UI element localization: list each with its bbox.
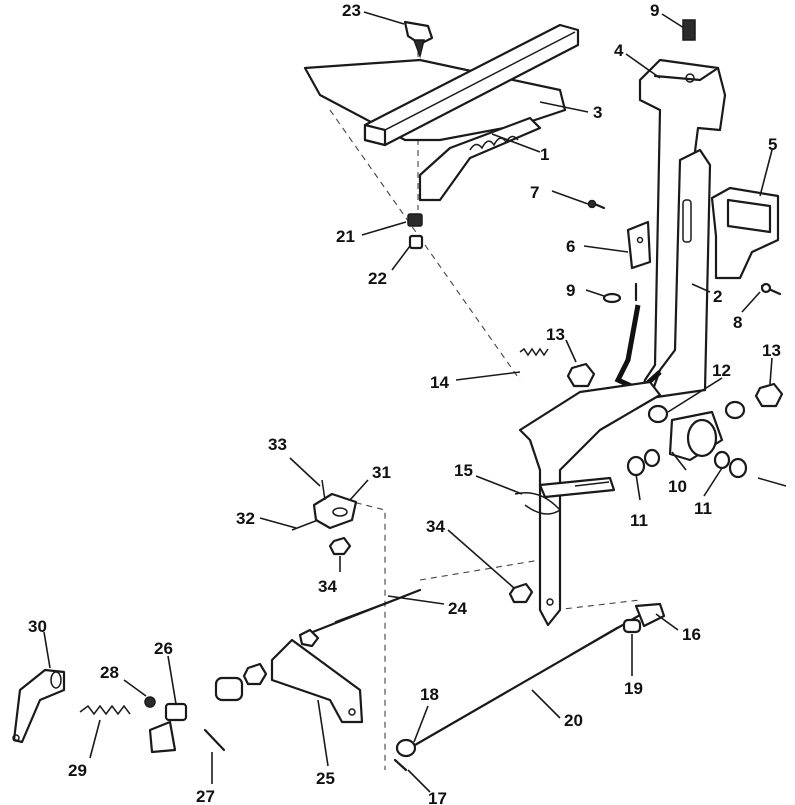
- assembly-lines: [329, 40, 641, 770]
- callout-32: 32: [236, 509, 255, 528]
- callout-25: 25: [316, 769, 335, 788]
- callout-17: 17: [428, 789, 447, 805]
- callout-15: 15: [454, 461, 473, 480]
- fasteners: [587, 19, 782, 304]
- callout-8: 8: [733, 313, 742, 332]
- nut-lever-part: [508, 582, 534, 604]
- callout-33: 33: [268, 435, 287, 454]
- bracket-spring-part: [12, 668, 177, 754]
- callout-7: 7: [530, 183, 539, 202]
- knob-part: [403, 20, 434, 59]
- callout-1: 1: [540, 145, 549, 164]
- pivot-tube-part: [626, 400, 787, 487]
- callout-28: 28: [100, 663, 119, 682]
- callout-9-top: 9: [650, 1, 659, 20]
- callout-18: 18: [420, 685, 439, 704]
- small-bracket-part: [626, 220, 652, 270]
- callout-24: 24: [448, 599, 467, 618]
- callout-5: 5: [768, 135, 777, 154]
- callout-4: 4: [614, 41, 624, 60]
- callout-34-right: 34: [426, 517, 445, 536]
- spring-wire-part: [614, 304, 662, 393]
- callout-20: 20: [564, 711, 583, 730]
- callout-13-right: 13: [762, 341, 781, 360]
- callout-11-left: 11: [630, 511, 648, 530]
- callout-10: 10: [668, 477, 687, 496]
- callout-14: 14: [430, 373, 449, 392]
- socket-block-part: [710, 186, 780, 280]
- callout-30: 30: [28, 617, 47, 636]
- callout-9-mid: 9: [566, 281, 575, 300]
- control-rod-part: [393, 602, 666, 772]
- spring-part: [519, 347, 549, 357]
- callout-13-mid: 13: [546, 325, 565, 344]
- callout-26: 26: [154, 639, 173, 658]
- clip-part: [514, 492, 562, 515]
- callout-27: 27: [196, 787, 215, 805]
- angle-bracket-part: [270, 638, 364, 724]
- callout-34-left: 34: [318, 577, 337, 596]
- callout-23: 23: [342, 1, 361, 20]
- callout-31: 31: [372, 463, 391, 482]
- lever-bracket-part: [638, 58, 727, 402]
- callout-22: 22: [368, 269, 387, 288]
- callout-3: 3: [593, 103, 602, 122]
- callout-labels: 1 2 3 4 5 6 7 8 9 9 10 11 11 12 13 13 14…: [28, 1, 781, 805]
- callout-11-right: 11: [694, 499, 712, 518]
- bushing-part: [144, 662, 268, 752]
- callout-12: 12: [712, 361, 731, 380]
- callout-16: 16: [682, 625, 701, 644]
- nut-part: [566, 362, 784, 408]
- clamp-part: [291, 479, 358, 556]
- callout-6: 6: [566, 237, 575, 256]
- callout-19: 19: [624, 679, 643, 698]
- callout-21: 21: [336, 227, 355, 246]
- callout-29: 29: [68, 761, 87, 780]
- nut-spacer-part: [407, 213, 424, 250]
- leader-lines: [43, 11, 773, 793]
- slotted-plate-part: [418, 116, 542, 202]
- shift-lever-part: [518, 380, 662, 627]
- callout-2: 2: [713, 287, 722, 306]
